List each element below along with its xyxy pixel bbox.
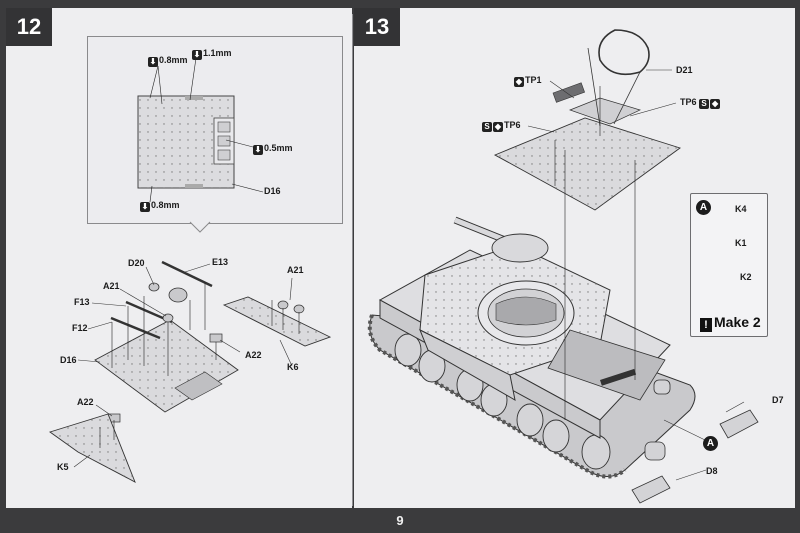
- part-label-k6: K6: [287, 362, 299, 372]
- callout-pointer: [189, 221, 211, 233]
- step-13-number: 13: [354, 8, 400, 46]
- part-label-a21-left: A21: [103, 281, 120, 291]
- part-label-a21-right: A21: [287, 265, 304, 275]
- drill-icon: ⬇: [253, 145, 263, 155]
- part-label-tp1: ◆TP1: [514, 75, 542, 87]
- part-label-d21: D21: [676, 65, 693, 75]
- paint-icon: S: [699, 99, 710, 109]
- drill-icon: ⬇: [192, 50, 202, 60]
- part-label-d7: D7: [772, 395, 784, 405]
- part-label-a22-mid: A22: [245, 350, 262, 360]
- part-label-tp6-left: S◆TP6: [482, 120, 521, 132]
- part-label-d16: D16: [60, 355, 77, 365]
- d16-detail-plate: [137, 57, 264, 203]
- legend-label-k1: K1: [735, 238, 747, 248]
- glue-icon: ◆: [710, 99, 721, 109]
- part-label-e13: E13: [212, 257, 229, 267]
- part-label-a22-left: A22: [77, 397, 94, 407]
- callout-label-08-top: ⬇0.8mm: [148, 55, 188, 67]
- part-label-f12: F12: [72, 323, 88, 333]
- callout-label-08-bottom: ⬇0.8mm: [140, 200, 180, 212]
- callout-label-05: ⬇0.5mm: [253, 143, 293, 155]
- exclamation-icon: !: [700, 318, 712, 332]
- part-label-f13: F13: [74, 297, 90, 307]
- subassembly-marker-a: A: [703, 436, 718, 451]
- part-label-d20: D20: [128, 258, 145, 268]
- page-number: 9: [396, 513, 404, 528]
- step-12-assembly: [49, 260, 332, 483]
- legend-label-k2: K2: [740, 272, 752, 282]
- legend-label-k4: K4: [735, 204, 747, 214]
- legend-marker-a: A: [696, 200, 711, 215]
- glue-icon: ◆: [493, 122, 503, 132]
- callout-label-11: ⬇1.1mm: [192, 48, 232, 60]
- step-12-number: 12: [6, 8, 52, 46]
- page-footer: [0, 510, 800, 533]
- callout-label-d16: D16: [264, 186, 281, 196]
- paint-icon: S: [482, 122, 492, 132]
- part-label-d8: D8: [706, 466, 718, 476]
- make-quantity-note: !Make 2: [700, 314, 761, 332]
- drill-icon: ⬇: [140, 202, 150, 212]
- glue-icon: ◆: [514, 77, 524, 87]
- part-label-k5: K5: [57, 462, 69, 472]
- tank-hull: [367, 29, 759, 504]
- panel-divider: [352, 14, 353, 506]
- subassembly-legend: [690, 193, 768, 337]
- drill-icon: ⬇: [148, 57, 158, 67]
- part-label-tp6-right: TP6 S◆: [680, 97, 721, 109]
